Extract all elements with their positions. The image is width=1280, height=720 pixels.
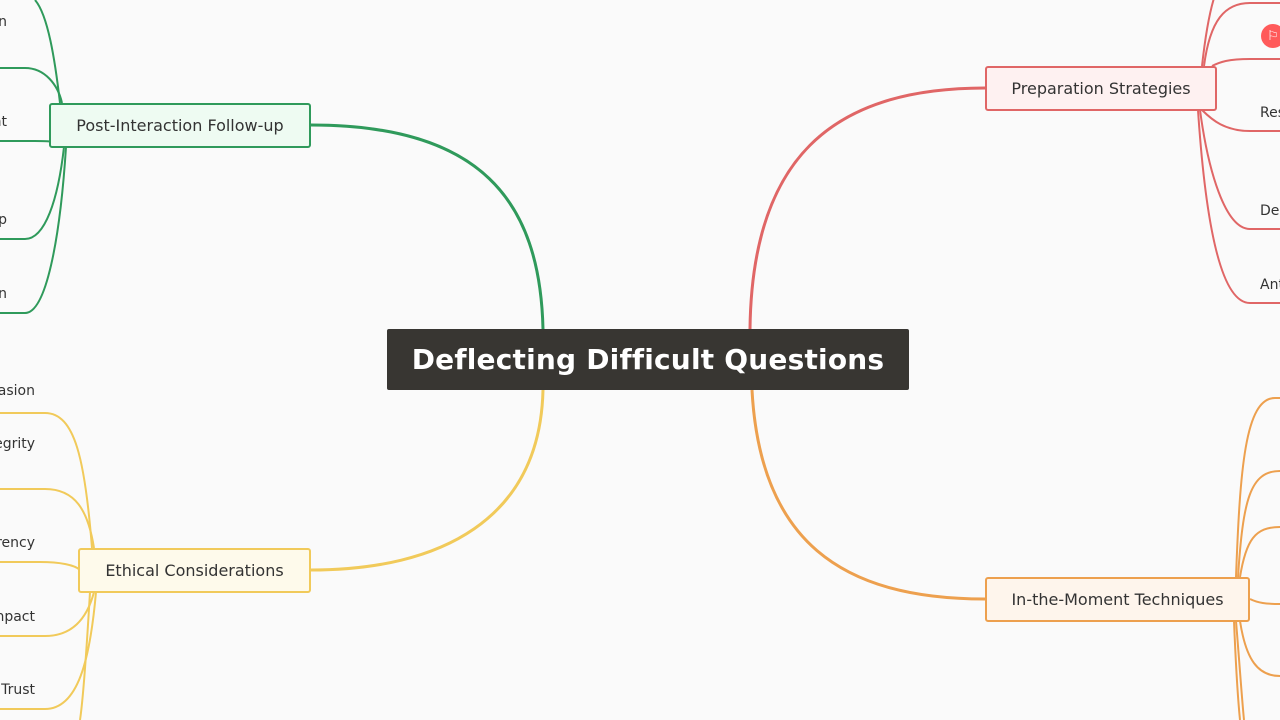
- subtopic-label: n: [0, 14, 7, 30]
- subtopic-label: rency: [0, 535, 35, 551]
- subtopic-label: nt: [0, 114, 7, 130]
- central-topic-label: Deflecting Difficult Questions: [411, 343, 885, 376]
- subtopic-label: egrity: [0, 436, 35, 452]
- subtopic-preparation-1[interactable]: Res: [1260, 105, 1280, 121]
- subtopic-label: Ant: [1260, 277, 1280, 293]
- subtopic-label: De: [1260, 203, 1280, 219]
- subtopic-label: n: [0, 286, 7, 302]
- connector-ethical: [310, 389, 545, 572]
- subtopic-post-interaction-3[interactable]: p: [0, 212, 7, 228]
- subtopic-post-interaction-1[interactable]: n: [0, 14, 7, 30]
- subtopic-post-interaction-2[interactable]: nt: [0, 114, 7, 130]
- subtopic-label: npact: [0, 609, 35, 625]
- central-topic[interactable]: Deflecting Difficult Questions: [387, 329, 909, 390]
- branch-label: Preparation Strategies: [1011, 79, 1191, 98]
- flag-glyph: ⚐: [1267, 28, 1279, 44]
- connector-in-the-moment: [750, 389, 986, 601]
- subtopic-ethical-2[interactable]: egrity: [0, 436, 35, 452]
- branch-label: Ethical Considerations: [105, 561, 284, 580]
- branch-ethical-considerations[interactable]: Ethical Considerations: [78, 548, 311, 593]
- branch-preparation-strategies[interactable]: Preparation Strategies: [985, 66, 1217, 111]
- post-interaction-sub-connectors: [0, 0, 67, 314]
- subtopic-ethical-5[interactable]: Trust: [1, 682, 35, 698]
- in-the-moment-sub-connectors: [1233, 397, 1280, 720]
- subtopic-label: p: [0, 212, 7, 228]
- subtopic-post-interaction-4[interactable]: n: [0, 286, 7, 302]
- subtopic-label: Trust: [1, 682, 35, 698]
- connector-post-interaction: [310, 123, 545, 330]
- preparation-sub-connectors: [1197, 0, 1280, 304]
- branch-label: In-the-Moment Techniques: [1011, 590, 1224, 609]
- subtopic-ethical-1[interactable]: asion: [0, 383, 35, 399]
- subtopic-preparation-2[interactable]: De: [1260, 203, 1279, 219]
- subtopic-ethical-3[interactable]: rency: [0, 535, 35, 551]
- subtopic-label: asion: [0, 383, 35, 399]
- ethical-sub-connectors: [0, 412, 97, 720]
- branch-in-the-moment-techniques[interactable]: In-the-Moment Techniques: [985, 577, 1250, 622]
- branch-post-interaction-follow-up[interactable]: Post-Interaction Follow-up: [49, 103, 311, 148]
- connector-preparation: [748, 86, 986, 330]
- flag-icon[interactable]: ⚐: [1261, 24, 1280, 48]
- subtopic-ethical-4[interactable]: npact: [0, 609, 35, 625]
- subtopic-preparation-3[interactable]: Ant: [1260, 277, 1280, 293]
- branch-label: Post-Interaction Follow-up: [76, 116, 284, 135]
- subtopic-label: Res: [1260, 105, 1280, 121]
